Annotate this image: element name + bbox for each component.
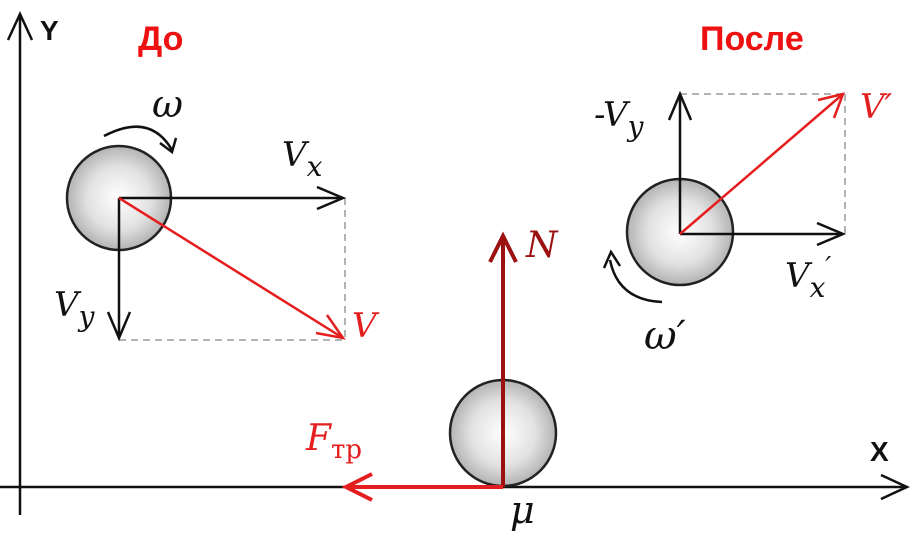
friction-coefficient-label: μ xyxy=(510,488,535,532)
before-rotation-arrowhead xyxy=(159,137,178,155)
y-axis-arrowhead xyxy=(6,11,34,41)
after-v-label: V′ xyxy=(860,87,893,127)
title-after: После xyxy=(700,20,804,58)
after-v-arrowhead xyxy=(817,92,845,119)
after-vx-arrowhead xyxy=(816,221,847,247)
after-group: -Vy Vx′ V′ ω′ xyxy=(594,87,893,359)
before-group: ω Vx Vy V xyxy=(54,82,380,346)
normal-force-label: N xyxy=(525,225,559,266)
normal-force-arrowhead xyxy=(488,231,518,263)
contact-group: N Fтр μ xyxy=(305,225,559,532)
y-axis-label: Y xyxy=(40,15,59,46)
after-rotation-arrowhead xyxy=(602,249,622,269)
before-vx-arrowhead xyxy=(316,185,347,211)
friction-force-arrowhead xyxy=(341,472,373,502)
after-omega-label: ω′ xyxy=(644,313,686,359)
before-omega-label: ω xyxy=(152,82,183,126)
before-vy-label: Vy xyxy=(54,285,96,333)
after-rotation-arc xyxy=(608,259,663,304)
x-axis-label: X xyxy=(870,436,889,467)
after-vy-arrowhead xyxy=(667,90,693,121)
before-vy-arrowhead xyxy=(106,311,132,342)
after-v-arrow xyxy=(679,93,844,235)
before-v-label: V xyxy=(352,306,380,346)
after-vx-label: Vx′ xyxy=(785,252,831,304)
before-v-arrowhead xyxy=(315,314,346,340)
x-axis-arrowhead xyxy=(880,473,910,501)
title-before: До xyxy=(138,20,183,58)
before-vx-label: Vx xyxy=(282,135,323,183)
before-rotation-arc xyxy=(103,125,174,151)
friction-force-label: Fтр xyxy=(305,418,362,465)
before-v-arrow xyxy=(118,196,344,340)
after-vy-label: -Vy xyxy=(594,95,645,143)
